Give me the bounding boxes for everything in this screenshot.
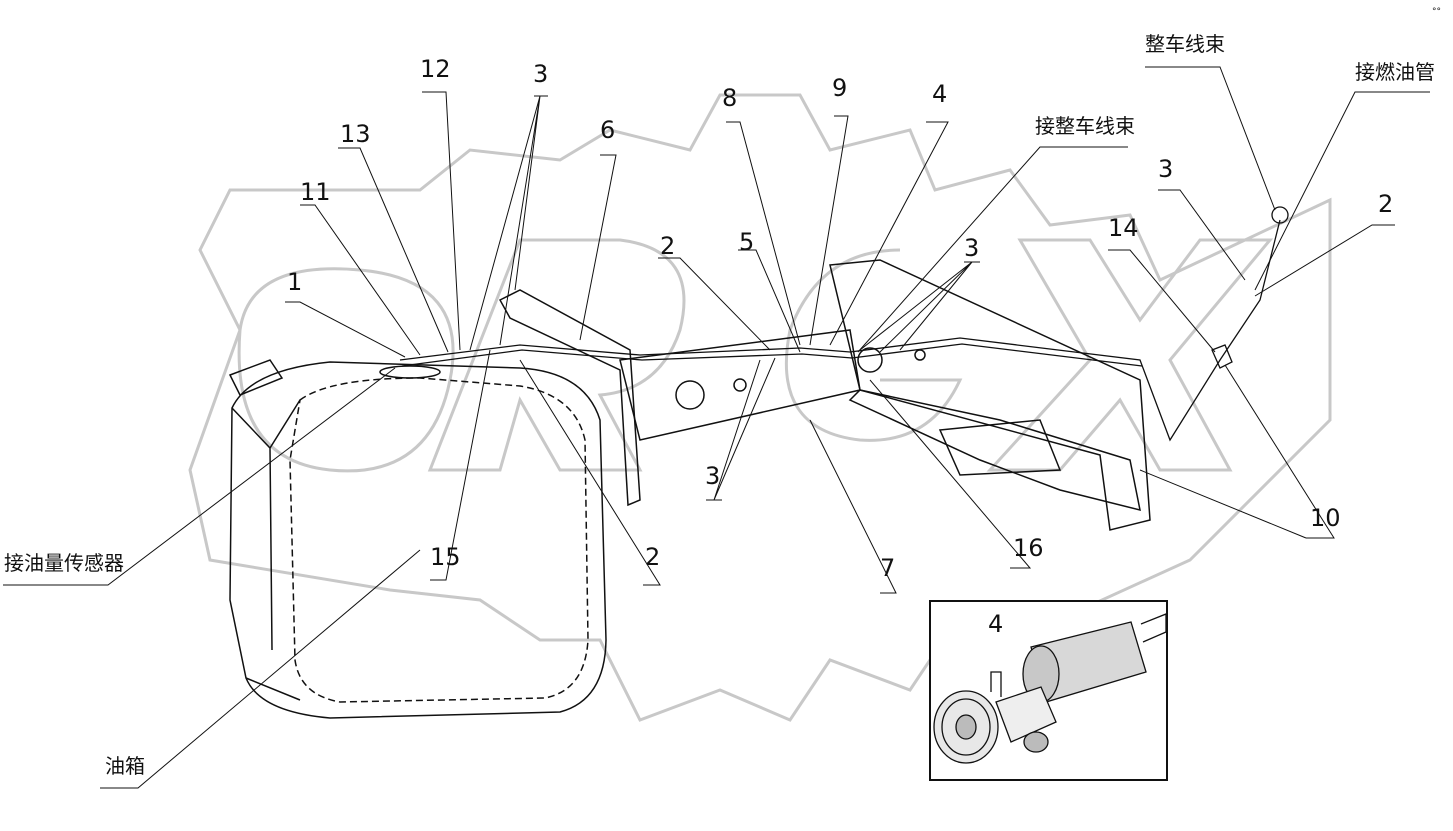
callout-5: 5 (739, 228, 755, 256)
fuel-supply-line (399, 219, 1281, 442)
pump-bracket (995, 686, 1057, 743)
callout-9: 9 (832, 74, 848, 102)
callout-7: 7 (880, 554, 896, 582)
fuel-lines (399, 206, 1289, 442)
label-connect-fuel-level-sensor: 接油量传感器 (4, 551, 124, 575)
fuel-tank-side (231, 399, 301, 701)
leader-zhengche (1145, 66, 1276, 211)
frame-fuel-pump-bracket (938, 419, 1062, 476)
label-connect-fuel-pipe: 接燃油管 (1355, 60, 1435, 84)
leader-jieranyou (1254, 91, 1430, 291)
fuel-pump-inset (929, 600, 1168, 781)
callout-13: 13 (340, 120, 371, 148)
frame-right-rail (829, 259, 1151, 531)
fuel-tank-cap (228, 359, 284, 396)
leader-5 (738, 249, 801, 353)
callout-2-mid: 2 (660, 232, 676, 260)
callout-6: 6 (600, 116, 616, 144)
fuel-tank-sensor-flange (379, 365, 441, 379)
watermark-letter-r (427, 238, 686, 472)
callout-16: 16 (1013, 534, 1044, 562)
callout-15: 15 (430, 543, 461, 571)
leader-3b (1158, 189, 1246, 281)
fuel-line-clamp-10 (1211, 344, 1233, 369)
pump-connector (1023, 731, 1049, 753)
frame-hole-1 (675, 380, 705, 410)
leader-tank (100, 549, 421, 789)
leader-2c (519, 359, 661, 586)
frame-hole-2 (857, 347, 883, 373)
callout-2-right: 2 (1378, 190, 1394, 218)
leader-12 (422, 91, 461, 351)
corner-mark: °° (1432, 7, 1441, 17)
fuel-tank-outline (229, 361, 607, 719)
leader-1 (285, 301, 406, 358)
leader-15 (430, 349, 491, 581)
callout-3-mid: 3 (964, 234, 980, 262)
frame-hole-3 (733, 378, 747, 392)
callout-3-right: 3 (1158, 155, 1174, 183)
leader-jiezhengche (857, 146, 1128, 353)
watermark-letter-x (986, 238, 1274, 472)
leader-3c (859, 261, 980, 353)
leader-14 (1108, 249, 1216, 353)
label-vehicle-harness: 整车线束 (1145, 32, 1225, 56)
leader-4a (829, 121, 949, 346)
callout-8: 8 (722, 84, 738, 112)
leader-16 (869, 379, 1032, 569)
pump-tube (990, 671, 1002, 697)
leader-13 (338, 147, 449, 353)
fuel-line-end-cap (1271, 206, 1289, 224)
fuel-return-line (401, 343, 1143, 367)
callout-3-lower: 3 (705, 462, 721, 490)
fuel-tank-inner (289, 377, 589, 703)
chassis-frame (498, 259, 1151, 531)
frame-crossmember (619, 329, 861, 441)
leader-8 (726, 121, 801, 346)
leader-sensor (3, 367, 396, 586)
callout-12: 12 (420, 55, 451, 83)
frame-hole-4 (914, 349, 926, 361)
watermark-letter-o (237, 267, 455, 473)
callout-4-inset: 4 (988, 610, 1004, 638)
leader-10 (1139, 364, 1335, 539)
fuel-tank (228, 359, 607, 719)
leader-11 (300, 204, 421, 356)
leader-9 (809, 115, 849, 346)
fuel-pump-illustration (933, 613, 1167, 764)
leader-2b (658, 257, 771, 351)
callout-2-lower: 2 (645, 543, 661, 571)
label-fuel-tank: 油箱 (105, 754, 145, 778)
leader-3a (469, 95, 548, 351)
callout-4: 4 (932, 80, 948, 108)
watermark-gear (188, 93, 1332, 722)
leader-3d (706, 357, 776, 501)
callout-10: 10 (1310, 504, 1341, 532)
callout-11: 11 (300, 178, 331, 206)
frame-left-rail (498, 289, 641, 507)
callout-14: 14 (1108, 214, 1139, 242)
leader-7 (809, 419, 897, 594)
label-connect-vehicle-harness: 接整车线束 (1035, 114, 1135, 138)
leader-lines (3, 66, 1430, 789)
watermark-letter-g (784, 248, 963, 442)
frame-bottom-rail (848, 389, 1141, 512)
pump-outlet (1140, 613, 1167, 643)
leader-6 (579, 154, 617, 341)
callout-1: 1 (287, 268, 303, 296)
callout-3: 3 (533, 60, 549, 88)
leader-2a (1254, 224, 1395, 297)
